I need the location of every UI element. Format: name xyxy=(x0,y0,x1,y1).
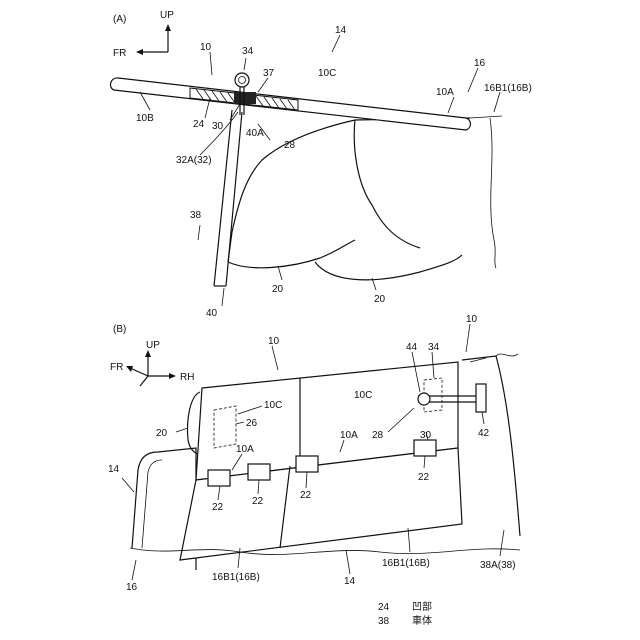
label-b-14a: 14 xyxy=(108,464,120,475)
label-b-14b: 14 xyxy=(344,576,356,587)
tab-22-4 xyxy=(414,440,436,456)
label-a-20a: 20 xyxy=(272,284,284,295)
legend: 24凹部 38車体 xyxy=(378,601,432,629)
seat-left-inner xyxy=(142,460,162,548)
label-b-22-1: 22 xyxy=(212,502,224,513)
legend-num: 38 xyxy=(378,615,412,629)
axis-fr-label-b: FR xyxy=(110,362,123,373)
label-b-22-2: 22 xyxy=(252,496,264,507)
label-a-32a: 32A(32) xyxy=(176,155,212,166)
label-b-16b1-b: 16B1(16B) xyxy=(382,558,430,569)
tab-22-1 xyxy=(208,470,230,486)
torn-edge-right xyxy=(490,118,496,268)
label-a-14: 14 xyxy=(335,25,347,36)
up-arrowhead-icon xyxy=(145,350,151,357)
label-a-38: 38 xyxy=(190,210,202,221)
label-b-44: 44 xyxy=(406,342,418,353)
legend-row: 38車体 xyxy=(378,615,432,629)
axis-up-label: UP xyxy=(160,10,174,21)
tab-22-3 xyxy=(296,456,318,472)
label-b-10-top: 10 xyxy=(268,336,280,347)
cushion-bottom xyxy=(228,240,355,268)
pillar-outline xyxy=(462,356,520,536)
label-b-16b1-a: 16B1(16B) xyxy=(212,572,260,583)
legend-num: 24 xyxy=(378,601,412,615)
legend-text: 凹部 xyxy=(412,601,432,615)
axis-fr-label: FR xyxy=(113,48,126,59)
label-b-28: 28 xyxy=(372,430,384,441)
label-a-10c: 10C xyxy=(318,68,336,79)
label-a-10: 10 xyxy=(200,42,212,53)
label-a-16: 16 xyxy=(474,58,486,69)
pillar-torn-top xyxy=(496,354,518,356)
label-a-30: 30 xyxy=(212,121,224,132)
label-b-34: 34 xyxy=(428,342,440,353)
label-a-28: 28 xyxy=(284,140,296,151)
fr-arrowhead-icon xyxy=(126,366,133,372)
label-a-10a: 10A xyxy=(436,87,454,98)
panel-a: (A) UP FR xyxy=(111,10,532,319)
label-a-16b1: 16B1(16B) xyxy=(484,83,532,94)
panel-b-axis-indicator: UP FR RH xyxy=(110,340,194,386)
label-a-37: 37 xyxy=(263,68,275,79)
label-b-16: 16 xyxy=(126,582,138,593)
pillar-top xyxy=(470,116,502,118)
label-b-10c-left: 10C xyxy=(264,400,282,411)
label-b-10a-mid: 10A xyxy=(340,430,358,441)
panel-b: (B) UP FR RH xyxy=(108,314,520,593)
label-a-34: 34 xyxy=(242,46,254,57)
label-a-20b: 20 xyxy=(374,294,386,305)
rod-38-right xyxy=(226,112,242,286)
label-b-10c-mid: 10C xyxy=(354,390,372,401)
label-b-10a-left: 10A xyxy=(236,444,254,455)
label-b-26: 26 xyxy=(246,418,258,429)
label-b-22-3: 22 xyxy=(300,490,312,501)
label-b-30: 30 xyxy=(420,430,432,441)
axis-rh-label-b: RH xyxy=(180,372,194,383)
label-b-20: 20 xyxy=(156,428,168,439)
rh-arrowhead-icon xyxy=(169,373,176,379)
panel-a-tag: (A) xyxy=(113,14,126,25)
label-b-10-right: 10 xyxy=(466,314,478,325)
up-arrowhead-icon xyxy=(165,24,171,31)
tab-22-2 xyxy=(248,464,270,480)
hole-30 xyxy=(234,92,256,104)
ring-34 xyxy=(235,73,249,87)
label-a-40a: 40A xyxy=(246,128,264,139)
label-b-22-4: 22 xyxy=(418,472,430,483)
label-b-42: 42 xyxy=(478,428,490,439)
legend-row: 24凹部 xyxy=(378,601,432,615)
cushion-lower xyxy=(315,255,462,280)
panel-b-tag: (B) xyxy=(113,324,126,335)
label-a-10b: 10B xyxy=(136,113,154,124)
label-b-38a: 38A(38) xyxy=(480,560,516,571)
label-a-24: 24 xyxy=(193,119,205,130)
rod-end-44 xyxy=(418,393,430,405)
legend-text: 車体 xyxy=(412,615,432,629)
rod-38-left xyxy=(214,110,232,286)
bracket-42 xyxy=(476,384,486,412)
axis-up-label-b: UP xyxy=(146,340,160,351)
label-a-40: 40 xyxy=(206,308,218,319)
seat-back-outline xyxy=(354,120,420,248)
fr-arrowhead-icon xyxy=(136,49,143,55)
